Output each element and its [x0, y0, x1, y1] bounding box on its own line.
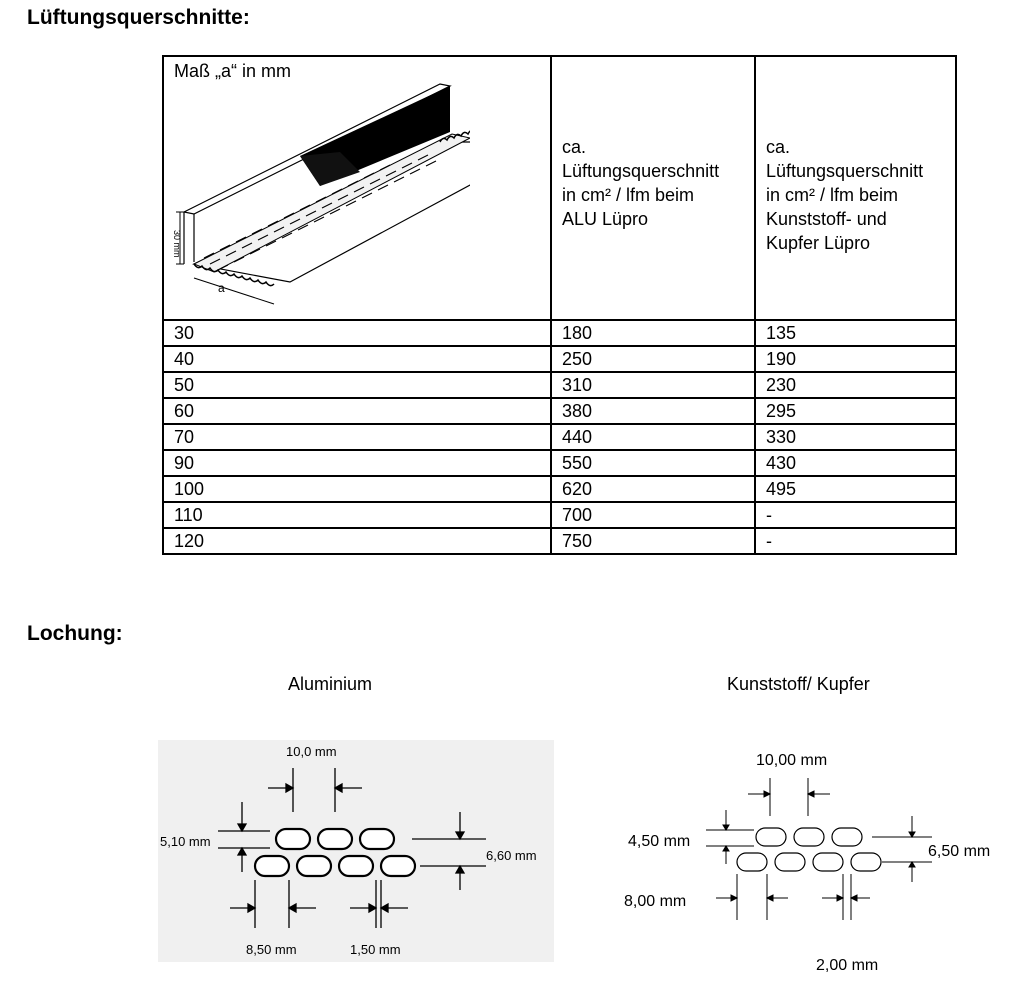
cell-plastic-copper-value: 135	[754, 319, 957, 347]
cell-dimension: 70	[162, 423, 552, 451]
header-cell-plastic-copper: ca. Lüftungsquerschnitt in cm² / lfm bei…	[754, 55, 957, 321]
header-cell-alu: ca. Lüftungsquerschnitt in cm² / lfm bei…	[550, 55, 756, 321]
section-title-perforation: Lochung:	[27, 622, 123, 645]
cell-alu-value: 440	[550, 423, 756, 451]
cell-plastic-copper-value: 295	[754, 397, 957, 425]
cell-alu-value: 180	[550, 319, 756, 347]
kk-hole-width-label: 8,00 mm	[624, 893, 686, 910]
cell-alu-value: 620	[550, 475, 756, 503]
cell-plastic-copper-value: -	[754, 501, 957, 529]
cell-plastic-copper-value: 495	[754, 475, 957, 503]
kk-hole-height-label: 4,50 mm	[628, 833, 690, 850]
cell-alu-value: 250	[550, 345, 756, 373]
caption-plastic-copper: Kunststoff/ Kupfer	[727, 674, 870, 694]
cell-plastic-copper-value: 190	[754, 345, 957, 373]
cell-dimension: 50	[162, 371, 552, 399]
perforation-diagram-aluminium: 10,0 mm 5,10 mm 6,60 mm 8,50 mm 1,50 mm	[158, 740, 554, 962]
cell-alu-value: 550	[550, 449, 756, 477]
caption-aluminium: Aluminium	[288, 674, 373, 694]
alu-row-pitch-label: 6,60 mm	[486, 848, 537, 863]
header-alu-label: ca. Lüftungsquerschnitt in cm² / lfm bei…	[562, 137, 720, 229]
cell-alu-value: 700	[550, 501, 756, 529]
header-dimension-label: Maß „a“ in mm	[174, 61, 291, 81]
ventilation-table: Maß „a“ in mm ca. Lüftungsquerschnitt in…	[162, 55, 957, 555]
cell-dimension: 40	[162, 345, 552, 373]
ventilation-profile-drawing: 30 mm a	[172, 83, 470, 305]
cell-plastic-copper-value: 230	[754, 371, 957, 399]
cell-plastic-copper-value: 330	[754, 423, 957, 451]
cell-plastic-copper-value: -	[754, 527, 957, 555]
alu-hole-width-label: 8,50 mm	[246, 942, 297, 957]
header-cell-dimension: Maß „a“ in mm	[162, 55, 552, 321]
table-header-row: Maß „a“ in mm ca. Lüftungsquerschnitt in…	[162, 55, 957, 321]
kk-pitch-label: 10,00 mm	[756, 752, 827, 769]
cell-dimension: 100	[162, 475, 552, 503]
cell-alu-value: 380	[550, 397, 756, 425]
kk-web-label: 2,00 mm	[816, 957, 878, 974]
cell-alu-value: 310	[550, 371, 756, 399]
section-title-ventilation: Lüftungsquerschnitte:	[27, 6, 250, 29]
kk-row-pitch-label: 6,50 mm	[928, 843, 990, 860]
cell-alu-value: 750	[550, 527, 756, 555]
cell-dimension: 90	[162, 449, 552, 477]
header-plastic-copper-label: ca. Lüftungsquerschnitt in cm² / lfm bei…	[766, 137, 924, 253]
cell-dimension: 110	[162, 501, 552, 529]
cell-dimension: 60	[162, 397, 552, 425]
cell-dimension: 120	[162, 527, 552, 555]
alu-pitch-label: 10,0 mm	[286, 744, 337, 759]
drawing-width-label: a	[218, 281, 225, 295]
alu-hole-height-label: 5,10 mm	[160, 834, 211, 849]
cell-plastic-copper-value: 430	[754, 449, 957, 477]
cell-dimension: 30	[162, 319, 552, 347]
alu-web-label: 1,50 mm	[350, 942, 401, 957]
perforation-diagram-plastic-copper: 10,00 mm 4,50 mm 6,50 mm 8,00 mm 2,00 mm	[624, 752, 990, 974]
drawing-height-label: 30 mm	[172, 230, 182, 258]
